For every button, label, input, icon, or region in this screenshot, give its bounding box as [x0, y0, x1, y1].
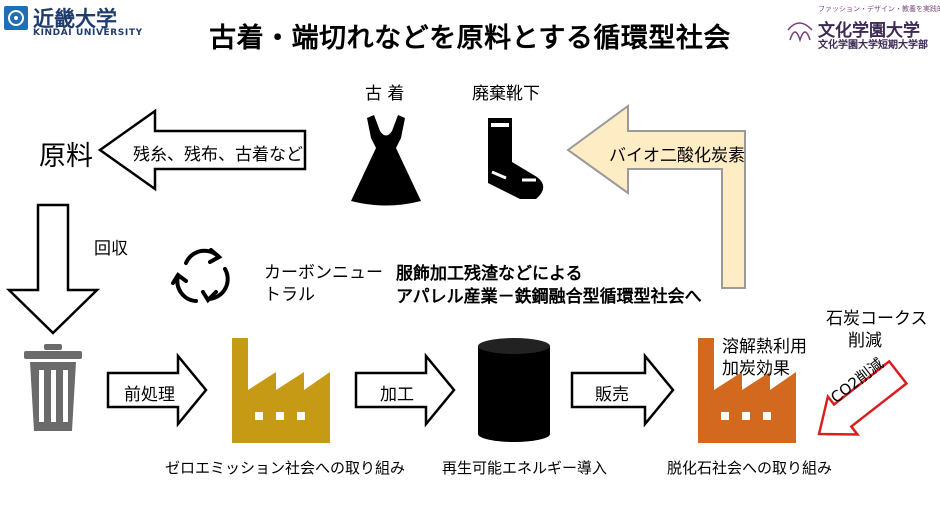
- bunka-emblem: [787, 22, 813, 43]
- kindai-logo-en: KINDAI UNIVERSITY: [33, 28, 143, 38]
- decarbon-caption: 脱化石社会への取り組み: [667, 459, 833, 477]
- kindai-logo-text: 近畿大学: [33, 7, 117, 31]
- heat-use-label-2: 加炭効果: [722, 359, 790, 379]
- factory-windows-gold: [255, 412, 305, 420]
- old-clothes-label: 古 着: [365, 84, 405, 104]
- processing-arrow: [354, 352, 456, 428]
- page-title: 古着・端切れなどを原料とする循環型社会: [209, 23, 731, 54]
- collection-label: 回収: [94, 239, 128, 259]
- kindai-emblem: [4, 6, 28, 30]
- renewable-caption: 再生可能エネルギー導入: [442, 459, 608, 477]
- zero-emission-caption: ゼロエミッション社会への取り組み: [165, 459, 406, 477]
- sock-toe: [491, 170, 536, 182]
- waste-socks-label: 廃棄靴下: [472, 84, 540, 104]
- headline-line1: 服飾加工残渣などによる: [396, 264, 583, 284]
- carbon-neutral-label: カーボンニュートラル: [264, 263, 383, 305]
- pretreatment-arrow: [106, 352, 208, 428]
- bunka-logo-text: 文化学園大学: [818, 21, 920, 41]
- zero-emission-factory-icon: [232, 338, 330, 443]
- bunka-tagline: ファッション・デザイン・教養を実践的に学ぶ: [818, 5, 940, 13]
- trash-stripes: [39, 370, 68, 422]
- coke-reduction-label-2: 削減: [848, 331, 882, 351]
- raw-material-label: 原料: [39, 141, 93, 172]
- pretreatment-label: 前処理: [124, 385, 175, 405]
- collection-arrow: [5, 203, 101, 335]
- scraps-arrow: [97, 108, 307, 192]
- bunka-logo-sub: 文化学園大学短期大学部: [818, 40, 928, 51]
- processing-label: 加工: [380, 385, 414, 405]
- coke-reduction-label-1: 石炭コークス: [826, 309, 928, 329]
- dress-icon: [351, 115, 421, 206]
- headline-line2: アパレル産業－鉄鋼融合型循環型社会へ: [396, 287, 702, 307]
- scraps-arrow-label: 残糸、残布、古着など: [133, 145, 303, 165]
- heat-use-label-1: 溶解熱利用: [722, 337, 807, 357]
- bio-co2-arrow: [566, 104, 746, 289]
- bio-co2-label: バイオ二酸化炭素: [609, 146, 745, 166]
- sock-cuff: [491, 123, 509, 127]
- co2-reduction-arrow: [817, 359, 909, 436]
- sales-arrow: [570, 352, 675, 428]
- factory-windows-orange: [721, 412, 771, 420]
- sales-label: 販売: [595, 385, 629, 405]
- cycle-icon: [171, 248, 230, 304]
- sock-icon: [488, 118, 544, 199]
- renewable-energy-cylinder-icon: [478, 338, 550, 442]
